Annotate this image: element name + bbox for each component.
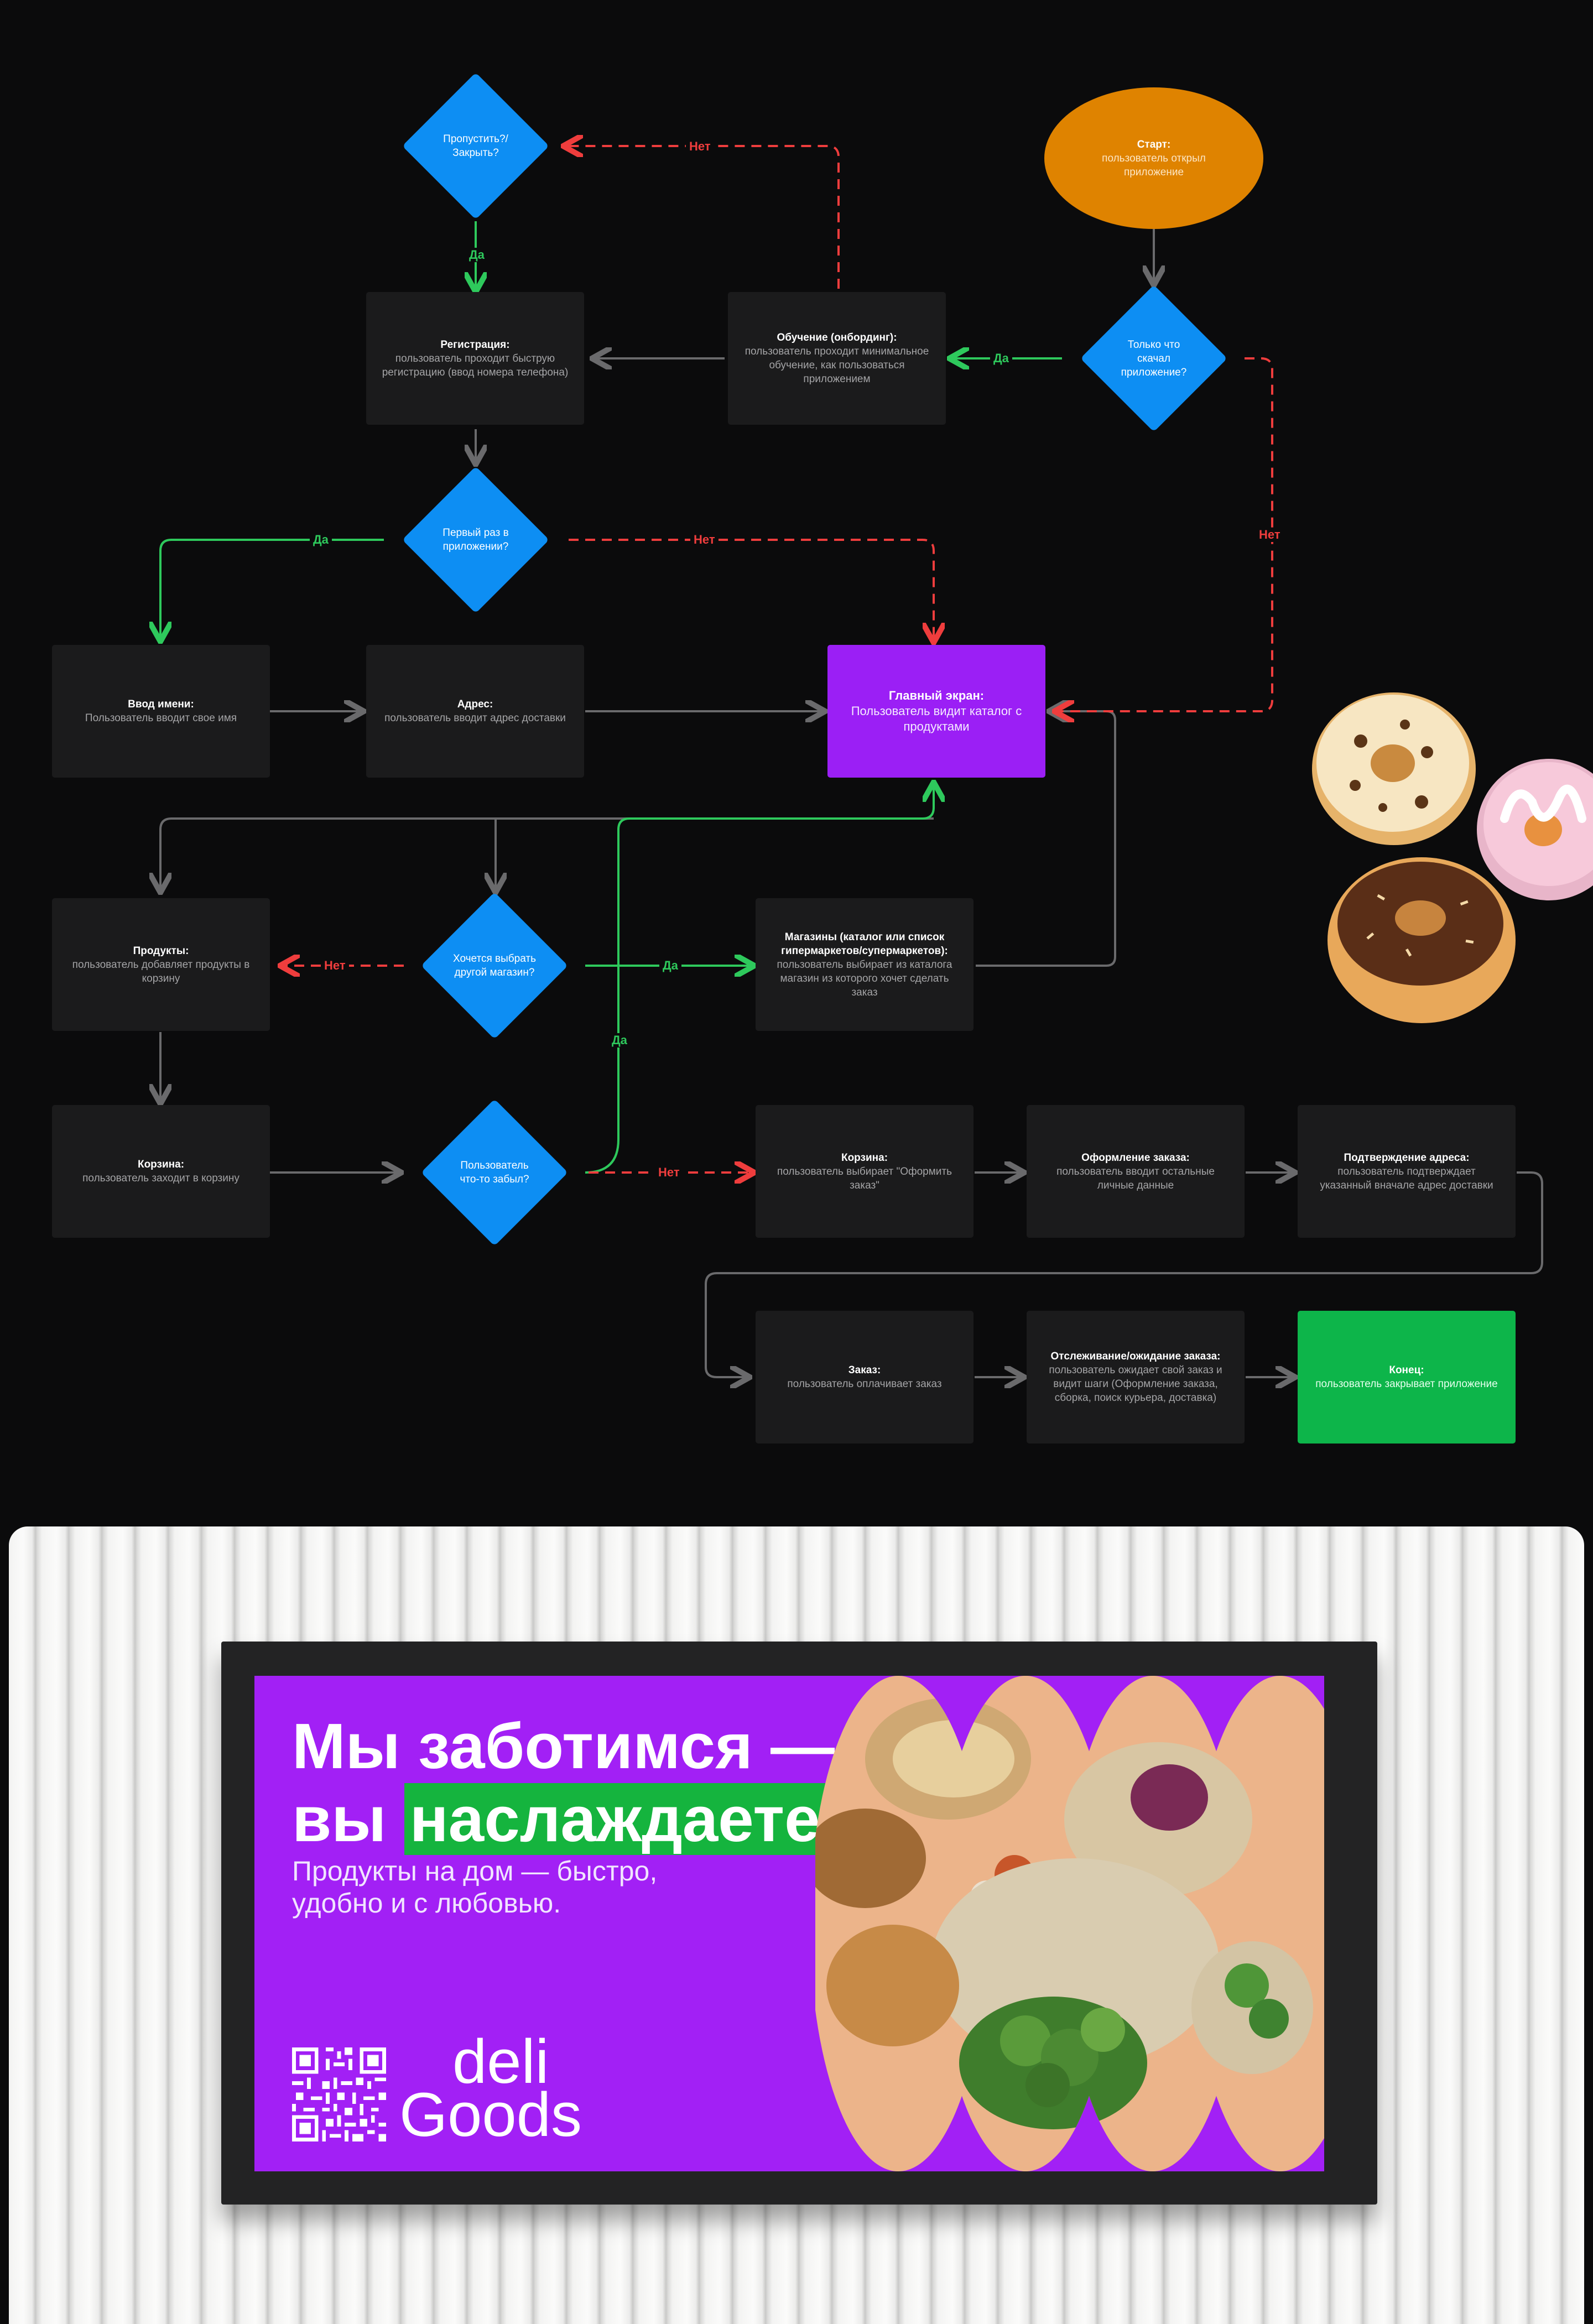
box-end-desc: пользователь закрывает приложение (1315, 1378, 1498, 1390)
box-tracking: Отслеживание/ожидание заказа: пользовател… (1027, 1311, 1245, 1444)
decision-just-downloaded-text: Только что скачал приложение? (1121, 338, 1187, 378)
box-tracking-title: Отслеживание/ожидание заказа: (1050, 1351, 1221, 1362)
box-name-desc: Пользователь вводит свое имя (85, 712, 237, 724)
qr-code-icon (292, 2047, 386, 2141)
donut-pink-icon (1477, 759, 1593, 900)
start-desc: пользователь открыл приложение (1102, 152, 1206, 178)
label-yes-downloaded: Да (990, 351, 1012, 366)
box-order-desc: пользователь оплачивает заказ (787, 1378, 942, 1390)
decision-other-store-text: Хочется выбрать другой магазин? (453, 953, 536, 978)
label-no-forgot: Нет (655, 1165, 683, 1180)
label-no-store: Нет (321, 958, 349, 973)
box-products-title: Продукты: (133, 945, 189, 957)
billboard-headline-prefix: вы (292, 1783, 404, 1855)
decision-skip-text: Пропустить?/ Закрыть? (443, 133, 508, 159)
decision-first-time-text: Первый раз в приложении? (442, 527, 509, 553)
flowchart: Нет Да Да Нет Да Нет Нет Да Да Нет Старт… (0, 0, 1593, 1526)
box-address: Адрес: пользователь вводит адрес доставки (366, 645, 584, 778)
decision-forgot: Пользователь что-то забыл? (421, 1100, 568, 1246)
decision-other-store: Хочется выбрать другой магазин? (421, 893, 568, 1039)
box-checkout-title: Оформление заказа: (1081, 1151, 1190, 1164)
box-confirm-address-desc: пользователь подтверждает указанный внач… (1320, 1165, 1493, 1191)
donut-vanilla-icon (1312, 692, 1476, 845)
label-no-first: Нет (690, 533, 719, 547)
brand-logo-bottom: Goods (399, 2080, 582, 2149)
box-main-screen: Главный экран: Пользователь видит каталог… (827, 645, 1045, 778)
box-end-title: Конец: (1389, 1364, 1424, 1376)
box-tracking-desc: пользователь ожидает свой заказ и видит … (1049, 1364, 1222, 1404)
label-yes-forgot: Да (608, 1033, 631, 1048)
box-checkout-desc: пользователь вводит остальные личные дан… (1056, 1165, 1215, 1191)
label-no-skip: Нет (686, 139, 714, 154)
box-cart-1: Корзина: пользователь заходит в корзину (52, 1105, 270, 1238)
label-no-downloaded: Нет (1256, 528, 1284, 542)
box-registration-desc: пользователь проходит быструю регистраци… (382, 352, 569, 378)
donut-chocolate-icon (1328, 857, 1516, 1023)
box-onboarding-desc: пользователь проходит минимальное обучен… (745, 346, 929, 385)
box-products: Продукты:пользователь добавляет продукты… (52, 898, 270, 1031)
box-main-screen-desc: Пользователь видит каталог с продуктами (851, 704, 1022, 733)
box-onboarding: Обучение (онбординг): пользователь проход… (728, 292, 946, 425)
billboard-wall: Мы заботимся — вы наслаждаетесь! Продукт… (9, 1526, 1584, 2324)
box-registration: Регистрация:пользователь проходит быстру… (366, 292, 584, 425)
box-name-title: Ввод имени: (128, 699, 194, 710)
box-products-desc: пользователь добавляет продукты в корзин… (72, 958, 250, 984)
box-cart-2: Корзина:пользователь выбирает "Оформить … (756, 1105, 974, 1238)
label-yes-first: Да (310, 533, 332, 547)
billboard-headline-line1: Мы заботимся — (292, 1710, 835, 1782)
box-address-desc: пользователь вводит адрес доставки (384, 712, 566, 724)
box-registration-title: Регистрация: (440, 338, 510, 351)
label-yes-skip: Да (466, 248, 488, 262)
start-title: Старт: (1137, 138, 1171, 150)
decision-forgot-text: Пользователь что-то забыл? (460, 1160, 529, 1185)
decision-first-time: Первый раз в приложении? (403, 467, 549, 613)
billboard-subline: Продукты на дом — быстро, удобно и с люб… (292, 1856, 658, 1919)
box-stores: Магазины (каталог или список гипермаркет… (756, 898, 974, 1031)
box-order-title: Заказ: (848, 1364, 881, 1376)
donuts-illustration (1312, 692, 1593, 1023)
start-node: Старт: пользователь открыл приложение (1044, 87, 1263, 229)
groceries-photo (815, 1676, 1324, 2171)
box-cart-2-desc: пользователь выбирает "Оформить заказ" (777, 1165, 952, 1191)
flow-connectors (0, 0, 1543, 1526)
box-cart-2-title: Корзина: (841, 1151, 888, 1164)
box-onboarding-title: Обучение (онбординг): (777, 332, 897, 343)
billboard-frame: Мы заботимся — вы наслаждаетесь! Продукт… (221, 1642, 1377, 2205)
box-cart-1-desc: пользователь заходит в корзину (82, 1173, 240, 1184)
box-name: Ввод имени: Пользователь вводит свое имя (52, 645, 270, 778)
box-stores-desc: пользователь выбирает из каталога магази… (777, 958, 952, 998)
decision-just-downloaded: Только что скачал приложение? (1081, 285, 1227, 431)
brand-logo-top: deli (452, 2027, 549, 2096)
box-order: Заказ: пользователь оплачивает заказ (756, 1311, 974, 1444)
box-confirm-address: Подтверждение адреса:пользователь подтве… (1298, 1105, 1516, 1238)
brand-logo: deli Goods (399, 2027, 582, 2146)
box-address-title: Адрес: (457, 699, 493, 710)
decision-skip: Пропустить?/ Закрыть? (403, 73, 549, 219)
box-checkout: Оформление заказа:пользователь вводит ос… (1027, 1105, 1245, 1238)
box-cart-1-title: Корзина: (137, 1159, 185, 1170)
label-yes-store: Да (659, 958, 681, 973)
billboard: Мы заботимся — вы наслаждаетесь! Продукт… (254, 1676, 1324, 2171)
box-stores-title: Магазины (каталог или список гипермаркет… (781, 931, 948, 957)
box-end: Конец: пользователь закрывает приложение (1298, 1311, 1516, 1444)
box-main-screen-title: Главный экран: (888, 689, 985, 702)
box-confirm-address-title: Подтверждение адреса: (1344, 1151, 1470, 1164)
